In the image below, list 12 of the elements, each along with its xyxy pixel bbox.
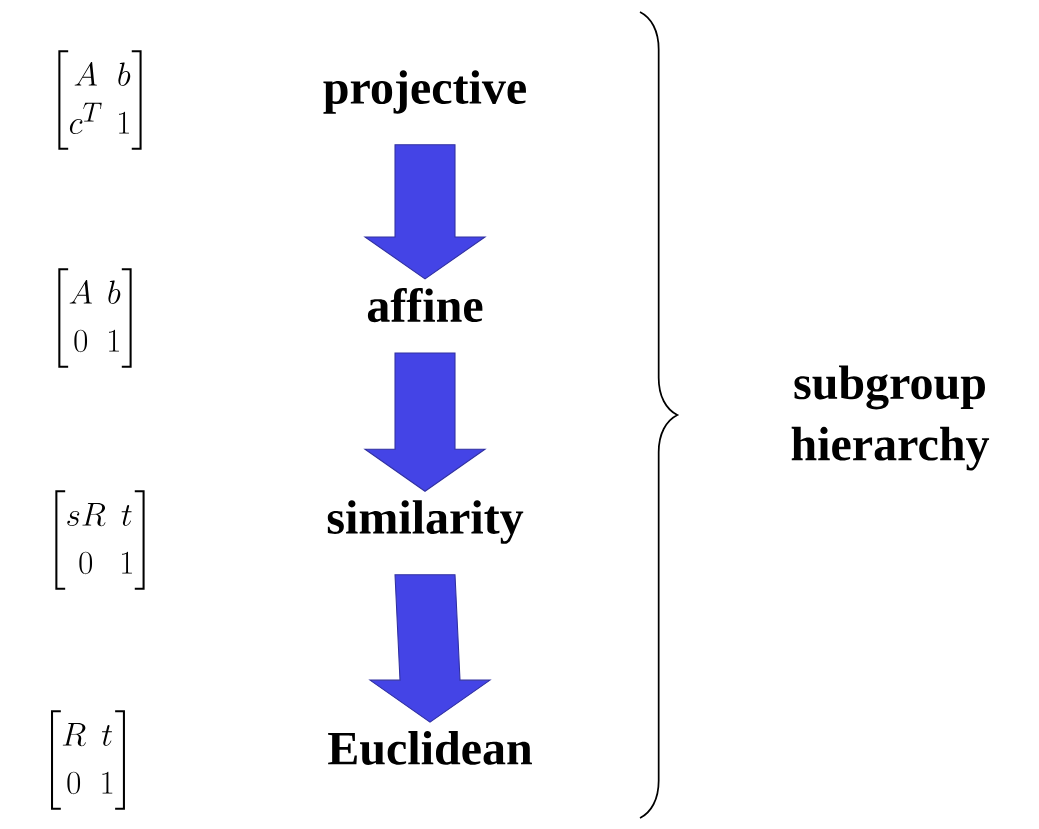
group-name: affine bbox=[367, 287, 483, 323]
matrix-formula: $\begin{bmatrix} sR & t \\ 0 & 1 \end{bmatrix}$ bbox=[55, 490, 145, 590]
group-name: Euclidean bbox=[328, 731, 532, 765]
matrix-formula: $\begin{bmatrix} A & b \\ 0 & 1 \end{bmatrix}$ bbox=[58, 268, 132, 368]
matrix-formula: $\begin{bmatrix} A & b \\ c^{T} & 1 \end{bmatrix}$ bbox=[58, 50, 142, 150]
block-arrow bbox=[363, 144, 487, 280]
block-arrow bbox=[368, 574, 492, 723]
matrix-formula: $\begin{bmatrix} R & t \\ 0 & 1 \end{bmatrix}$ bbox=[51, 710, 125, 810]
block-arrow bbox=[363, 352, 487, 492]
group-name: similarity bbox=[327, 500, 524, 544]
group-name: projective bbox=[323, 70, 526, 114]
brace-label: subgroup hierarchy bbox=[791, 365, 990, 471]
